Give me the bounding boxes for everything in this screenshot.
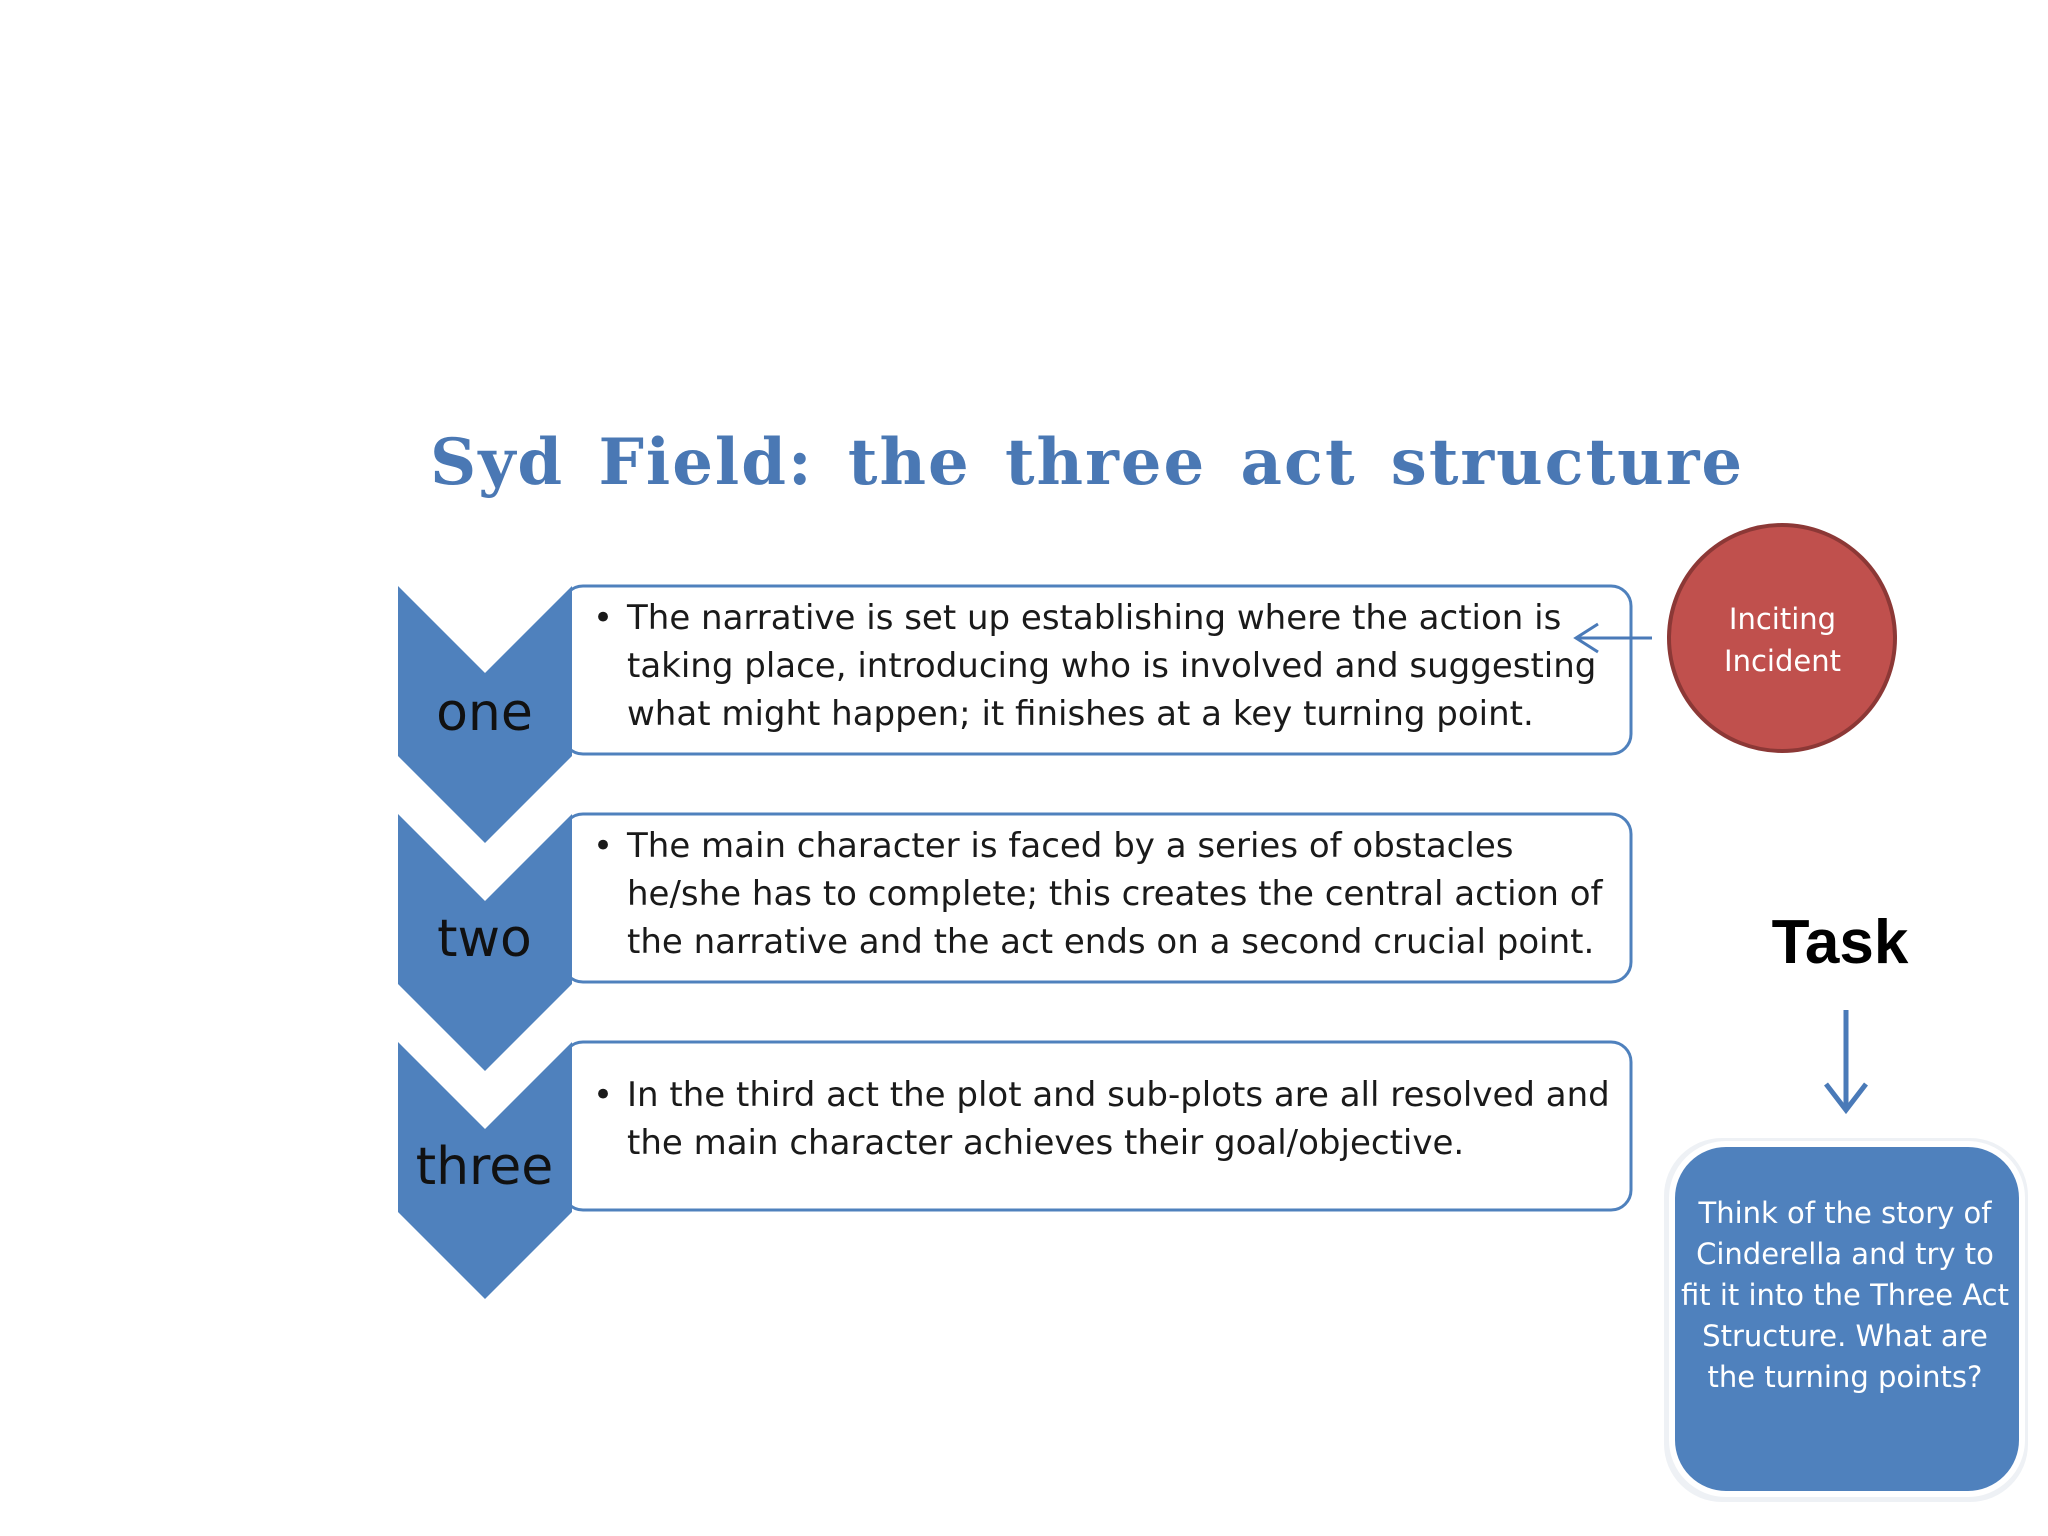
- task-heading: Task: [1771, 908, 1909, 977]
- act-one-label: one: [436, 683, 533, 743]
- act-three-label: three: [415, 1137, 554, 1197]
- act-one-chevron: [398, 586, 572, 843]
- act-two-label: two: [437, 909, 532, 969]
- act-one-text-block: • The narrative is set up establishing w…: [593, 594, 1633, 738]
- act-one-text: The narrative is set up establishing whe…: [627, 598, 1597, 734]
- inciting-incident-circle: [1667, 523, 1897, 753]
- bullet-icon: •: [593, 1075, 614, 1115]
- down-arrow-icon: [1824, 1010, 1868, 1115]
- slide-title: Syd Field: the three act structure: [430, 425, 1745, 500]
- act-two-text-block: • The main character is faced by a serie…: [593, 822, 1633, 966]
- act-two-text: The main character is faced by a series …: [627, 826, 1603, 962]
- act-three-chevron: [398, 1042, 572, 1299]
- task-box: [1669, 1141, 2025, 1497]
- act-three-text: In the third act the plot and sub-plots …: [627, 1075, 1610, 1163]
- task-description: Think of the story of Cinderella and try…: [1680, 1196, 2009, 1394]
- bullet-icon: •: [593, 598, 614, 638]
- act-three-text-block: • In the third act the plot and sub-plot…: [593, 1071, 1633, 1167]
- left-arrow-icon: [1573, 622, 1652, 654]
- bullet-icon: •: [593, 826, 614, 866]
- act-two-chevron: [398, 814, 572, 1071]
- inciting-incident-label: Inciting Incident: [1724, 602, 1841, 678]
